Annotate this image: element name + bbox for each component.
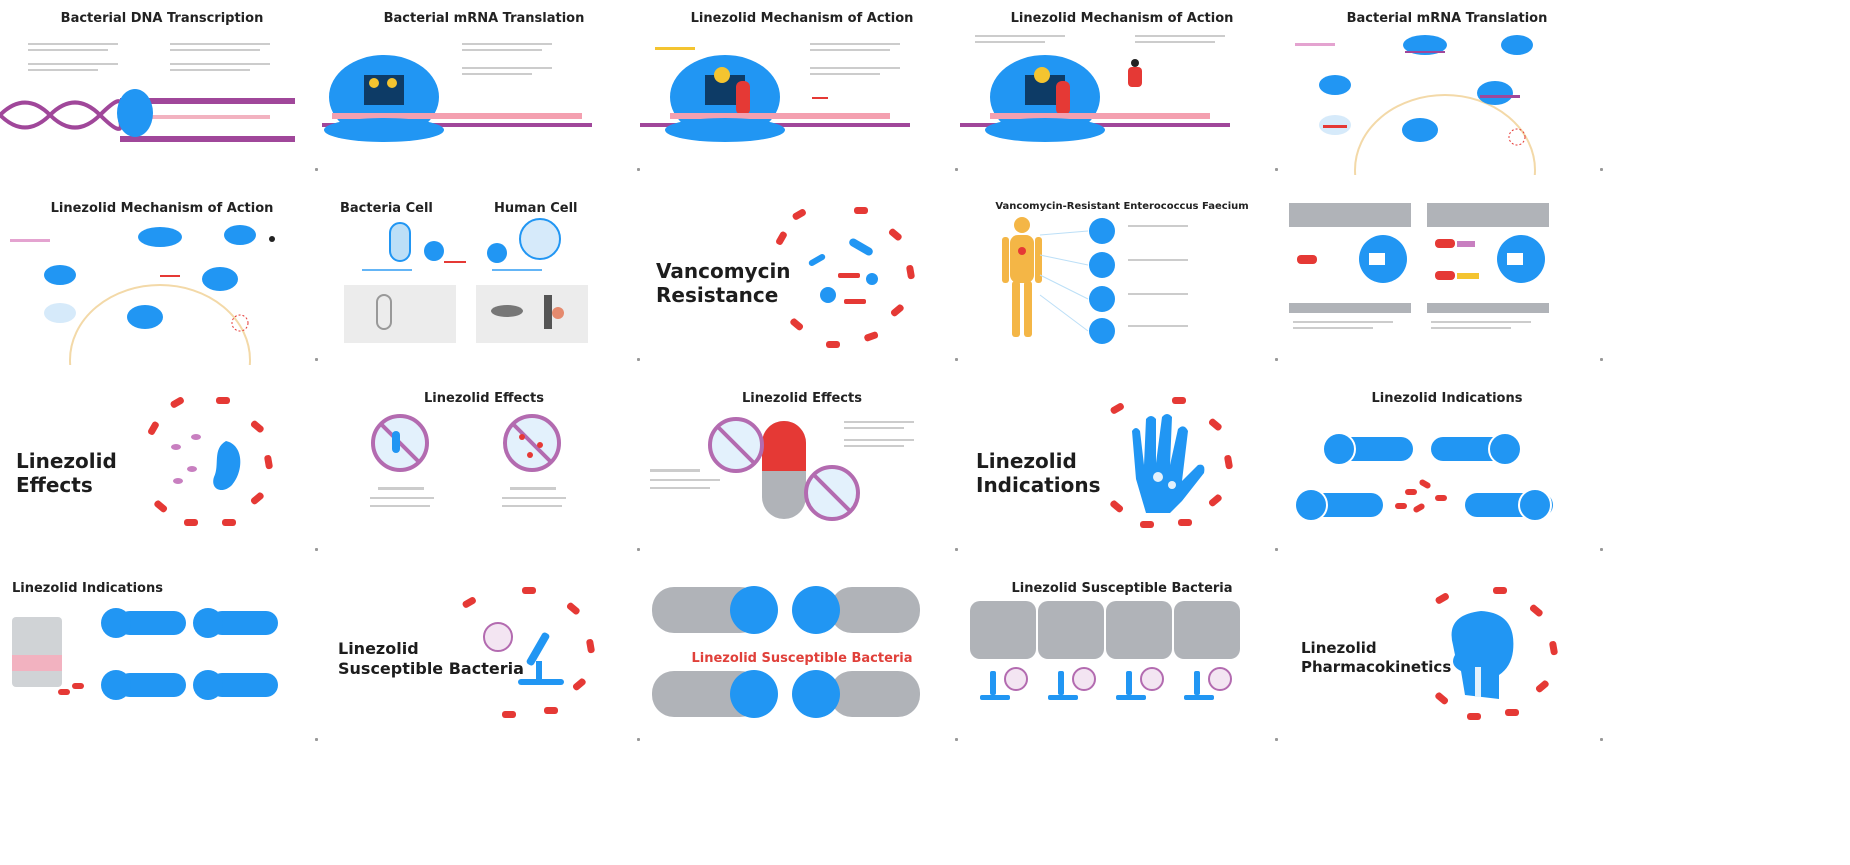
translation-cycle-illustration [10, 225, 275, 365]
slide-number [637, 548, 640, 551]
slide-number [637, 168, 640, 171]
prohibited-bacteria-illustration [370, 414, 566, 507]
slide-red-title: Linezolid Susceptible Bacteria [691, 651, 913, 666]
slide-number [1600, 738, 1603, 741]
slide-thumbnail-13[interactable]: Linezolid Effects [640, 385, 964, 555]
vancomycin-binding-comparison-illustration [1289, 203, 1549, 329]
slide-number [1275, 738, 1278, 741]
slide-big-title-line: Pharmacokinetics [1301, 658, 1452, 676]
slide-number [955, 358, 958, 361]
slide-big-title-line: Susceptible Bacteria [338, 659, 524, 678]
slide-thumbnail-19[interactable]: Linezolid Susceptible Bacteria [960, 575, 1284, 745]
slide-number [315, 168, 318, 171]
slide-thumbnail-20[interactable]: Linezolid Pharmacokinetics [1285, 575, 1609, 745]
slide-thumbnail-3[interactable]: Linezolid Mechanism of Action [640, 5, 964, 175]
slide-title: Linezolid Effects [742, 391, 862, 406]
slide-title: Linezolid Indications [12, 581, 163, 596]
slide-title: Bacterial mRNA Translation [1346, 11, 1548, 26]
slide-thumbnail-10[interactable] [1285, 195, 1609, 365]
slide-number [1600, 548, 1603, 551]
capsule-ring-illustration [776, 207, 915, 348]
slide-number [955, 168, 958, 171]
slide-big-title-line: Resistance [656, 283, 779, 307]
slide-big-title-line: Indications [976, 473, 1101, 497]
slide-title: Bacterial DNA Transcription [60, 11, 264, 26]
slide-title: Vancomycin-Resistant Enterococcus Faeciu… [995, 201, 1249, 212]
slide-number [955, 548, 958, 551]
bacteria-panels-illustration [652, 586, 920, 718]
slide-big-title-line: Linezolid [1301, 639, 1377, 657]
slide-big-title: Linezolid Pharmacokinetics [1301, 639, 1451, 677]
slide-big-title: Vancomycin Resistance [656, 259, 791, 307]
slide-number [1600, 168, 1603, 171]
capsule-effects-illustration [650, 417, 914, 521]
slide-number [637, 738, 640, 741]
slide-thumbnail-11[interactable]: Linezolid Effects [0, 385, 324, 555]
slide-label-human-cell: Human Cell [494, 201, 578, 216]
slide-title: Linezolid Mechanism of Action [50, 201, 274, 216]
slide-title: Linezolid Susceptible Bacteria [1011, 581, 1233, 596]
slide-number [315, 358, 318, 361]
slide-title: Linezolid Mechanism of Action [690, 11, 914, 26]
capsule-ring-illustration [148, 397, 273, 526]
slide-number [1275, 168, 1278, 171]
slide-thumbnail-1[interactable]: Bacterial DNA Transcription [0, 5, 324, 175]
linezolid-binding-illustration [640, 43, 910, 142]
slide-title: Linezolid Effects [424, 391, 544, 406]
translation-cycle-illustration [1295, 35, 1536, 175]
microscope-capsule-ring-illustration [462, 587, 595, 718]
head-profile-capsule-ring-illustration [1435, 587, 1558, 720]
hand-capsule-ring-illustration [1110, 397, 1233, 528]
slide-thumbnail-15[interactable]: Linezolid Indications [1285, 385, 1609, 555]
slide-big-title-line: Linezolid [338, 639, 419, 658]
linezolid-binding-illustration [960, 35, 1230, 142]
slide-thumbnail-2[interactable]: Bacterial mRNA Translation [322, 5, 646, 175]
slide-big-title-line: Effects [16, 473, 93, 497]
dna-transcription-illustration [0, 43, 295, 142]
slide-thumbnail-17[interactable]: Linezolid Susceptible Bacteria [322, 575, 646, 745]
susceptible-bacteria-panels-illustration [970, 601, 1240, 700]
slide-title: Linezolid Mechanism of Action [1010, 11, 1234, 26]
slide-big-title-line: Vancomycin [656, 259, 791, 283]
slide-big-title: Linezolid Effects [16, 449, 117, 497]
slide-number [315, 738, 318, 741]
slide-big-title: Linezolid Indications [976, 449, 1101, 497]
slide-number [637, 358, 640, 361]
slide-number [955, 738, 958, 741]
slide-thumbnail-5[interactable]: Bacterial mRNA Translation [1285, 5, 1609, 175]
slide-big-title: Linezolid Susceptible Bacteria [338, 639, 524, 679]
slide-number [315, 548, 318, 551]
slide-thumbnail-18[interactable]: Linezolid Susceptible Bacteria [640, 575, 964, 745]
slide-title: Linezolid Indications [1371, 391, 1523, 406]
slide-thumbnail-14[interactable]: Linezolid Indications [960, 385, 1284, 555]
slide-big-title-line: Linezolid [16, 449, 117, 473]
slide-number [1600, 358, 1603, 361]
slide-thumbnail-9[interactable]: Vancomycin-Resistant Enterococcus Faeciu… [960, 195, 1284, 365]
ribosome-illustration [322, 43, 592, 142]
slide-thumbnail-4[interactable]: Linezolid Mechanism of Action [960, 5, 1284, 175]
indications-icons-illustration [12, 608, 278, 700]
indications-icons-illustration [1294, 432, 1553, 522]
slide-thumbnail-8[interactable]: Vancomycin Resistance [640, 195, 964, 365]
slide-thumbnail-16[interactable]: Linezolid Indications [0, 575, 324, 745]
bacteria-vs-human-cell-illustration [344, 218, 588, 343]
slide-title: Bacterial mRNA Translation [383, 11, 585, 26]
slide-number [1275, 358, 1278, 361]
slide-thumbnail-12[interactable]: Linezolid Effects [322, 385, 646, 555]
slide-thumbnail-7[interactable]: Bacteria Cell Human Cell [322, 195, 646, 365]
slide-number [1275, 548, 1278, 551]
human-body-infection-illustration [1002, 217, 1188, 344]
slide-label-bacteria-cell: Bacteria Cell [340, 201, 433, 216]
slide-thumbnail-6[interactable]: Linezolid Mechanism of Action [0, 195, 324, 365]
slide-big-title-line: Linezolid [976, 449, 1077, 473]
